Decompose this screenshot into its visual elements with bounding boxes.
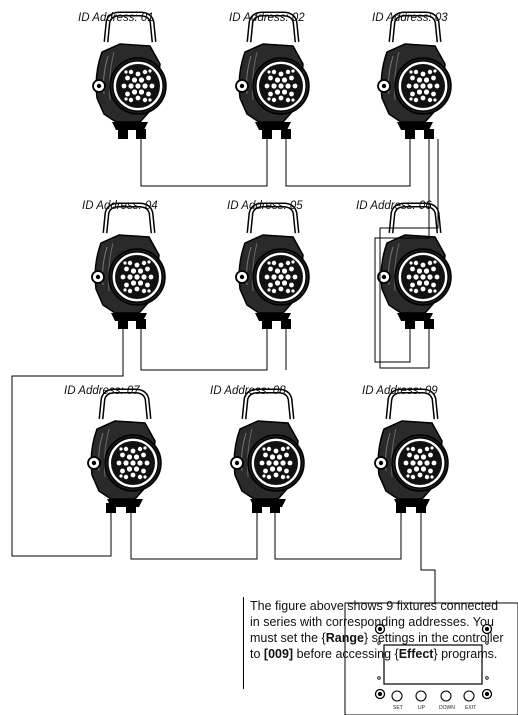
fixture-09: ID Address: 09	[362, 385, 448, 507]
fixture-09-label: ID Address: 09	[362, 385, 438, 397]
controller-screws	[374, 623, 493, 700]
down-button[interactable]	[440, 690, 452, 702]
up-button[interactable]	[415, 690, 427, 702]
fixture-02-label: ID Address: 02	[229, 12, 305, 24]
dmx-connectors	[106, 129, 434, 513]
caption-part2: } settings in the controller to	[250, 631, 504, 661]
fixture-03: ID Address: 03	[372, 12, 451, 130]
fixture-06: ID Address: 06	[356, 200, 451, 321]
fixture-04-label: ID Address: 04	[82, 200, 158, 212]
caption-divider	[243, 597, 244, 689]
fixture-06-label: ID Address: 06	[356, 200, 432, 212]
down-button-label: DOWN	[439, 705, 455, 711]
controller-display	[383, 644, 483, 685]
caption-effect-word: Effect	[398, 647, 434, 661]
fixture-01: ID Address: 01	[78, 12, 166, 130]
exit-button-label: EXIT	[465, 705, 476, 711]
caption-part4: } programs.	[433, 647, 498, 661]
fixture-05-label: ID Address: 05	[227, 200, 303, 212]
controller-buttons: SET UP DOWN EXIT	[391, 690, 476, 711]
fixture-07-label: ID Address: 07	[64, 385, 140, 397]
caption-part1: The figure above shows 9 fixtures connec…	[250, 599, 499, 645]
dmx-wiring	[11, 139, 439, 603]
set-button[interactable]	[391, 690, 403, 702]
fixture-07: ID Address: 07	[64, 385, 161, 507]
fixture-05: ID Address: 05	[227, 200, 309, 321]
dmx-controller: SET UP DOWN EXIT	[344, 602, 518, 715]
fixture-04: ID Address: 04	[82, 200, 165, 321]
caption-part3: before accessing {	[293, 647, 399, 661]
fixture-03-label: ID Address: 03	[372, 12, 448, 24]
fixture-02: ID Address: 02	[229, 12, 309, 130]
exit-button[interactable]	[463, 690, 475, 702]
up-button-label: UP	[418, 705, 426, 711]
fixture-01-label: ID Address: 01	[78, 12, 154, 24]
fixture-08-label: ID Address: 08	[210, 385, 286, 397]
fixture-08: ID Address: 08	[210, 385, 304, 507]
caption-value: [009]	[263, 647, 294, 661]
set-button-label: SET	[393, 705, 403, 711]
caption-text: The figure above shows 9 fixtures connec…	[250, 598, 510, 662]
caption-range-word: Range	[325, 631, 364, 645]
